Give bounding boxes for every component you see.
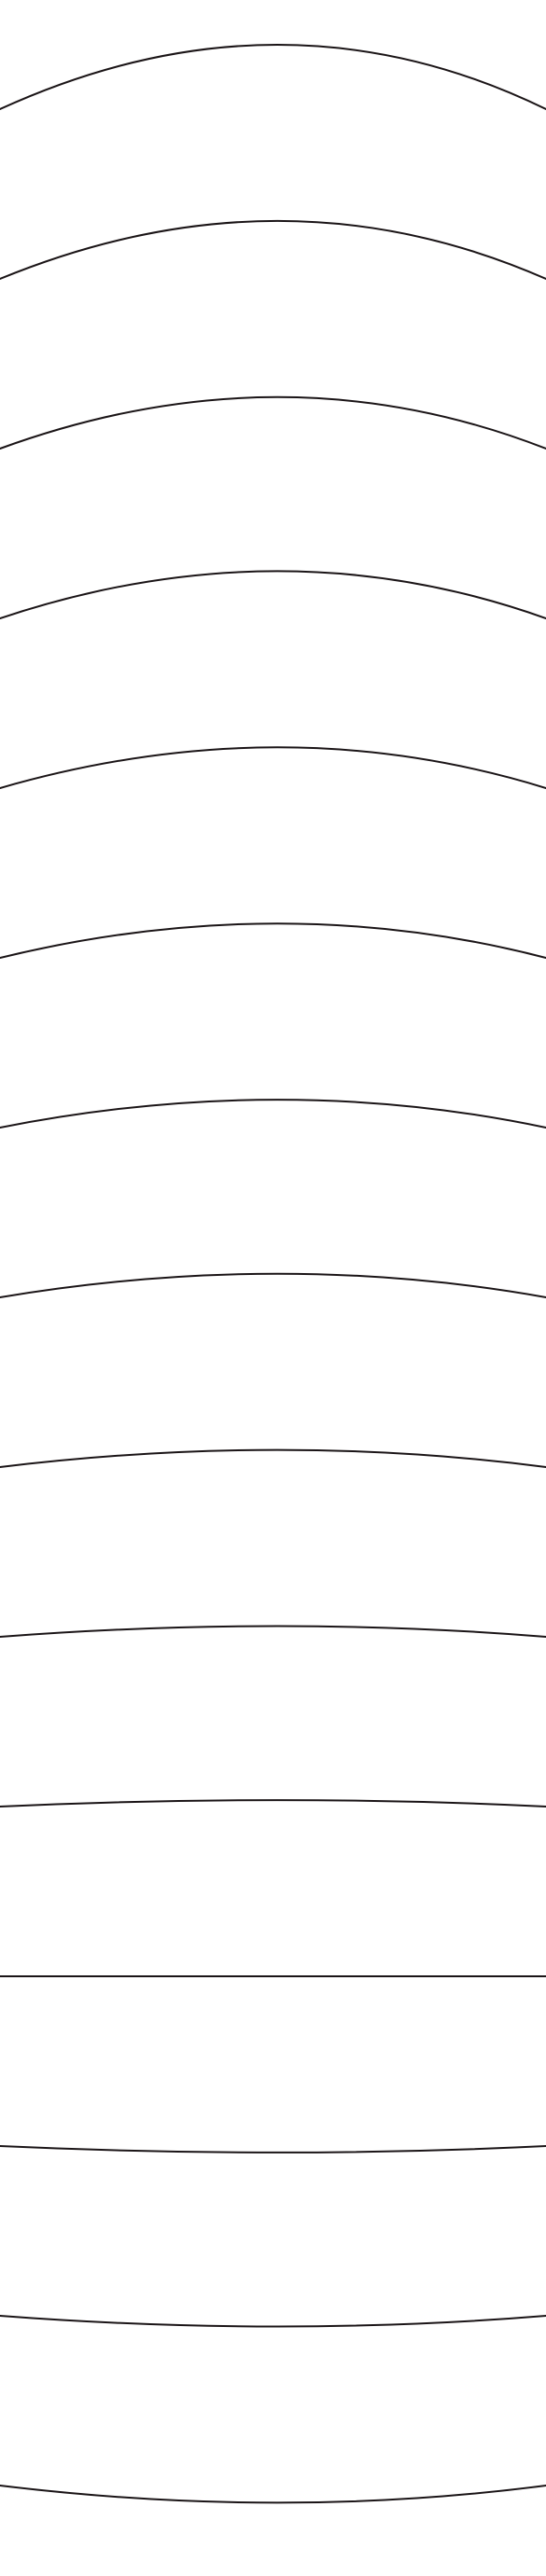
arc-curve: [0, 1625, 546, 1638]
arc-curve: [0, 1272, 546, 1298]
arc-curve: [0, 2145, 546, 2154]
arc-curve: [0, 1799, 546, 1807]
arc-curve: [0, 395, 546, 450]
arc-curve: [0, 1099, 546, 1129]
arc-group: [0, 44, 546, 2504]
arc-curve: [0, 746, 546, 789]
arc-curve: [0, 44, 546, 110]
arc-curve: [0, 219, 546, 280]
arc-curve: [0, 570, 546, 619]
arc-curve: [0, 2485, 546, 2504]
arc-curve: [0, 1448, 546, 1468]
arc-curve: [0, 2315, 546, 2328]
arc-curve: [0, 922, 546, 959]
